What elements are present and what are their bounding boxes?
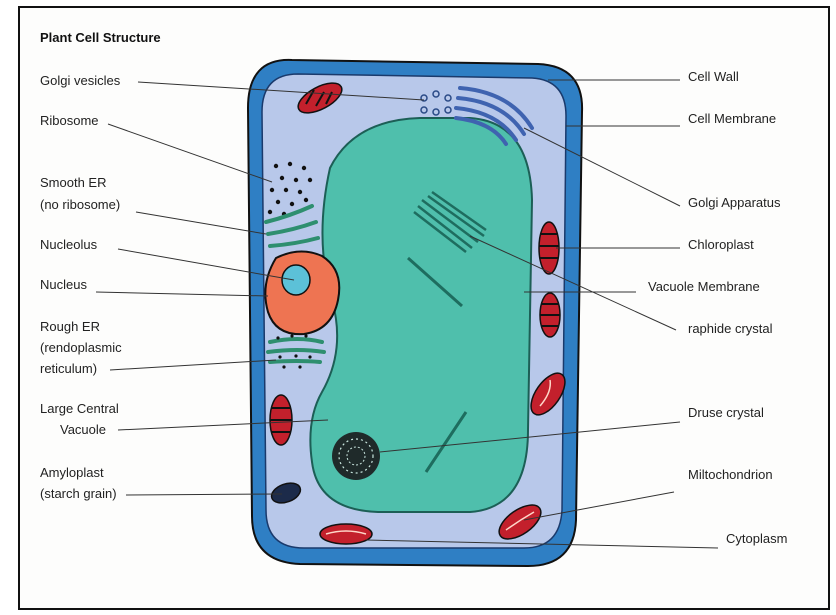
label-raphide-crystal: raphide crystal [688, 318, 773, 339]
label-ribosome: Ribosome [40, 110, 99, 131]
druse-crystal [332, 432, 380, 480]
chloroplast [540, 293, 560, 337]
nucleolus [282, 265, 310, 295]
label-rough-er-note-1: (rendoplasmic [40, 337, 122, 358]
label-vacuole: Vacuole [60, 419, 106, 440]
label-mitochondrion: Miltochondrion [688, 464, 773, 485]
chloroplast [270, 395, 292, 445]
label-smooth-er: Smooth ER [40, 172, 106, 193]
label-nucleus: Nucleus [40, 274, 87, 295]
label-vacuole-membrane: Vacuole Membrane [648, 276, 760, 297]
label-cell-membrane: Cell Membrane [688, 108, 776, 129]
label-nucleolus: Nucleolus [40, 234, 97, 255]
label-golgi-vesicles: Golgi vesicles [40, 70, 120, 91]
mitochondrion [320, 524, 372, 544]
diagram-title: Plant Cell Structure [40, 30, 161, 45]
label-starch-grain: (starch grain) [40, 483, 117, 504]
label-smooth-er-note: (no ribosome) [40, 194, 120, 215]
label-cytoplasm: Cytoplasm [726, 528, 787, 549]
label-large-central: Large Central [40, 398, 119, 419]
label-chloroplast: Chloroplast [688, 234, 754, 255]
label-rough-er: Rough ER [40, 316, 100, 337]
label-amyloplast: Amyloplast [40, 462, 104, 483]
label-rough-er-note-2: reticulum) [40, 358, 97, 379]
label-golgi-apparatus: Golgi Apparatus [688, 192, 781, 213]
label-cell-wall: Cell Wall [688, 66, 739, 87]
label-druse-crystal: Druse crystal [688, 402, 764, 423]
